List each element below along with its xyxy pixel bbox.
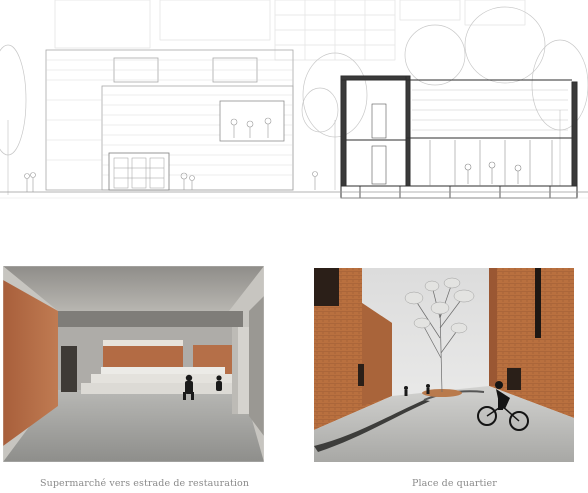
upper-window xyxy=(219,100,285,142)
section-door xyxy=(371,103,387,139)
caption-model-photograph: Place de quartier xyxy=(412,478,497,489)
elevation-section-drawing xyxy=(0,0,588,199)
shopfront-opening xyxy=(108,152,170,191)
window-figures xyxy=(230,117,272,138)
left-brick-wall xyxy=(3,280,58,446)
trees xyxy=(0,6,588,195)
small-figures xyxy=(404,384,430,396)
shop-shelves xyxy=(113,157,165,189)
ceiling xyxy=(3,266,264,311)
stepped-platform xyxy=(81,383,243,394)
cyclist-silhouette xyxy=(477,381,529,431)
interior-render xyxy=(3,266,264,462)
model-photograph xyxy=(314,268,574,462)
section-roof-hatch xyxy=(412,89,568,131)
section-glazing xyxy=(429,140,553,186)
ground-figures xyxy=(24,171,318,192)
brick-texture xyxy=(46,59,293,176)
curved-bench xyxy=(314,400,430,452)
people-silhouettes xyxy=(183,374,222,400)
background-buildings xyxy=(54,0,526,61)
section-door-lower xyxy=(371,145,387,185)
caption-interior-render: Supermarché vers estrade de restauration xyxy=(40,478,250,489)
model-tree xyxy=(413,282,465,393)
model-ground xyxy=(314,386,574,462)
tree-planter xyxy=(422,389,462,397)
floor xyxy=(3,388,264,462)
section-figures xyxy=(464,161,522,184)
far-brick-wall xyxy=(103,345,183,370)
